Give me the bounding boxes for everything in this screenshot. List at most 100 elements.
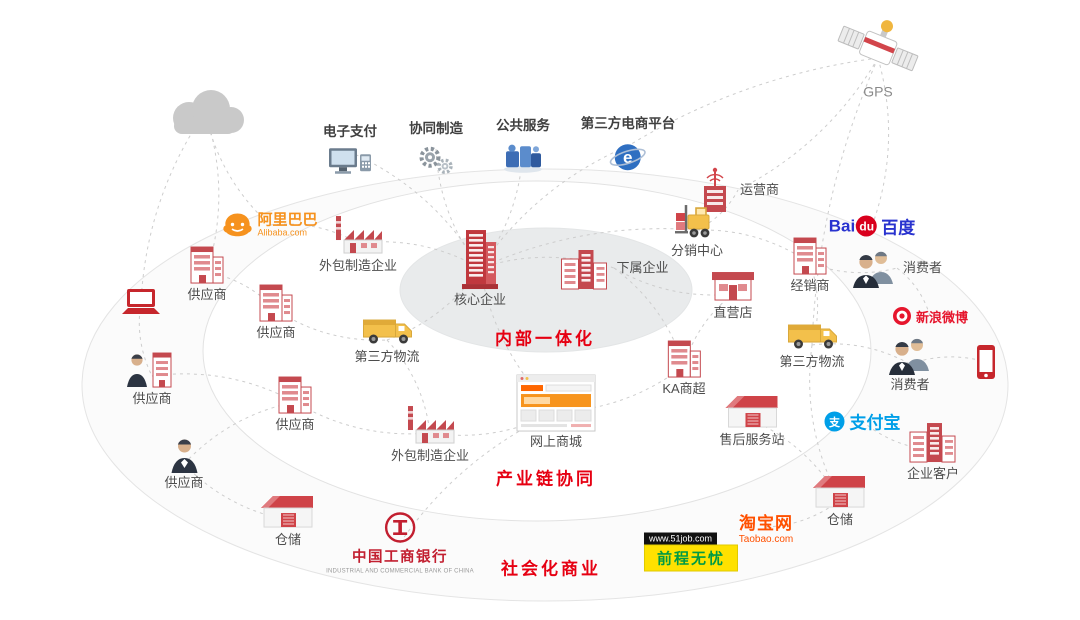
building-icon [187, 241, 227, 285]
tallbuilding-icon [457, 228, 503, 290]
node-label-subsidiary: 下属企业 [616, 259, 669, 275]
payment-icon [327, 146, 373, 180]
laptop-icon [120, 287, 162, 317]
node-svc-public: 公共服务 [496, 118, 550, 174]
node-alipay: 支支付宝 [824, 409, 901, 434]
building-icon [664, 335, 704, 379]
node-label-consumer-right: 消费者 [890, 377, 930, 393]
connection-core-svc-ecommerce [479, 145, 629, 269]
node-label-gps: GPS [863, 83, 893, 100]
connection-alibaba-outsource-top [269, 223, 359, 244]
connection-gps-operator [737, 57, 879, 191]
connection-weibo-consumer-top [896, 267, 931, 317]
public-icon [500, 140, 546, 174]
node-service-station: 售后服务站 [719, 392, 785, 448]
node-gps: GPS [836, 16, 920, 99]
antenna-icon [697, 165, 733, 215]
node-distribution: 分销中心 [671, 201, 723, 259]
store-icon [710, 267, 756, 303]
node-label-supplier-5: 供应商 [164, 475, 204, 491]
node-supplier-4: 供应商 [275, 371, 315, 433]
connection-cloud-laptop [140, 111, 206, 303]
node-consumer-right: 消费者 [888, 335, 932, 393]
buildings-icon [908, 418, 958, 464]
globe-icon: e [606, 138, 650, 176]
warehouse-icon [260, 492, 316, 530]
node-phone [976, 344, 996, 380]
node-label-outsource-bottom: 外包制造企业 [390, 448, 470, 464]
svg-text:e: e [623, 148, 632, 167]
node-warehouse-left: 仓储 [260, 492, 316, 548]
node-cloud [159, 86, 251, 138]
node-corp-customer: 企业客户 [907, 418, 959, 482]
node-label-svc-ecommerce: 第三方电商平台 [580, 116, 676, 132]
node-subsidiary: 下属企业 [559, 245, 669, 291]
node-label-corp-customer: 企业客户 [906, 466, 960, 482]
node-outsource-bottom: 外包制造企业 [391, 402, 469, 464]
node-label-mall: 网上商城 [529, 434, 582, 450]
node-supplier-3: 供应商 [126, 345, 178, 407]
node-label-svc-manufacturing: 协同制造 [409, 121, 463, 137]
node-warehouse-right: 仓储 [812, 472, 868, 528]
node-label-core: 核心企业 [453, 292, 507, 308]
connection-gps-baidu [871, 57, 890, 227]
ring-label-social-commerce: 社会化商业 [501, 559, 601, 579]
gears-icon [415, 143, 457, 177]
truck-icon [786, 320, 838, 352]
person-building-icon [126, 345, 178, 389]
node-svc-ecommerce: e 第三方电商平台 [580, 116, 676, 176]
building-icon [790, 232, 830, 276]
connection-supplier-2-logistics-left [275, 309, 388, 341]
node-svc-payment: 电子支付 [323, 124, 377, 180]
phone-icon [976, 344, 996, 380]
node-weibo: 新浪微博 [892, 306, 968, 326]
node-supplier-5: 供应商 [164, 437, 204, 491]
buildings-icon [559, 245, 609, 291]
node-svc-manufacturing: 协同制造 [409, 121, 463, 177]
svg-text:支: 支 [828, 415, 841, 429]
satellite-icon [836, 16, 920, 80]
warehouse-icon [724, 392, 780, 430]
logo-weibo-icon: 新浪微博 [892, 306, 968, 326]
people-icon [888, 335, 932, 376]
browser-icon [516, 374, 596, 432]
person-icon [169, 437, 199, 474]
node-label-service-station: 售后服务站 [719, 432, 785, 448]
node-label-logistics-right: 第三方物流 [779, 354, 845, 370]
node-label-outsource-top: 外包制造企业 [318, 258, 398, 274]
node-label-distribution: 分销中心 [670, 243, 724, 259]
node-core: 核心企业 [454, 228, 506, 308]
connection-logistics-left-outsource-bottom [386, 339, 431, 434]
node-laptop [120, 287, 162, 317]
node-store: 直营店 [710, 267, 756, 321]
factory-icon [402, 402, 458, 446]
cloud-icon [159, 86, 251, 138]
ring-label-industry-chain: 产业链协同 [496, 469, 596, 489]
node-label-operator: 运营商 [739, 181, 780, 197]
node-supplier-2: 供应商 [256, 279, 296, 341]
node-logistics-right: 第三方物流 [779, 320, 845, 370]
connection-distribution-operator [696, 189, 739, 231]
node-label-supplier-4: 供应商 [275, 417, 315, 433]
node-label-svc-payment: 电子支付 [323, 124, 377, 140]
node-label-store: 直营店 [713, 305, 753, 321]
node-label-dealer: 经销商 [790, 278, 830, 294]
node-operator: 运营商 [697, 165, 779, 215]
node-mall: 网上商城 [516, 374, 596, 450]
node-label-supplier-3: 供应商 [132, 391, 172, 407]
truck-icon [361, 315, 413, 347]
node-label-logistics-left: 第三方物流 [354, 349, 420, 365]
connection-gps-svc-ecommerce [627, 57, 879, 147]
node-supplier-1: 供应商 [187, 241, 227, 303]
node-label-consumer-top: 消费者 [902, 259, 943, 275]
